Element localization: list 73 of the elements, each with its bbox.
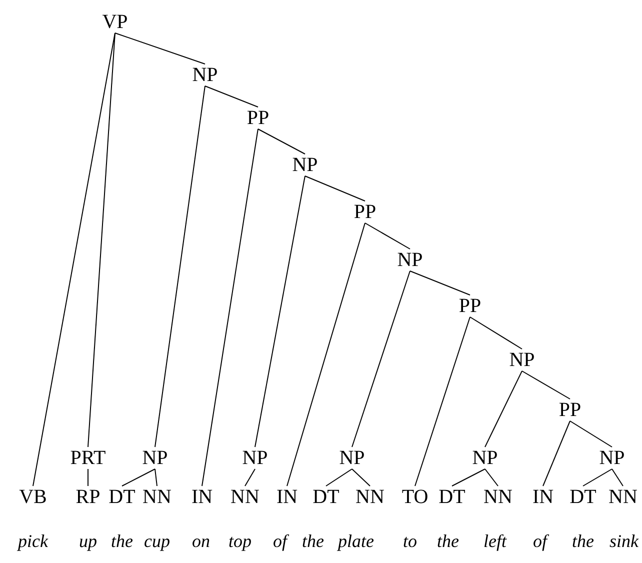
pos-tag: NN <box>484 486 512 508</box>
branch-line <box>522 370 570 400</box>
word: the <box>572 531 594 551</box>
word: the <box>111 531 133 551</box>
word: sink <box>610 531 638 551</box>
pos-tag: DT <box>438 486 466 508</box>
phrase-label: NP <box>192 64 218 86</box>
phrase-label: NP <box>292 154 318 176</box>
branch-line <box>542 420 570 486</box>
branch-line <box>364 222 410 250</box>
branch-line <box>204 86 258 108</box>
phrase-label: NP <box>472 447 498 469</box>
branch-line <box>154 468 158 486</box>
branch-line <box>114 32 206 64</box>
pos-tag: DT <box>312 486 340 508</box>
branch-line <box>202 128 258 486</box>
branch-line <box>154 86 206 448</box>
phrase-label: NP <box>509 349 535 371</box>
phrase-label: PP <box>458 295 482 317</box>
branch-line <box>452 468 486 486</box>
word: of <box>533 531 547 551</box>
branch-line <box>352 270 410 448</box>
pos-tag: NN <box>142 486 172 508</box>
word: up <box>79 531 97 551</box>
branch-line <box>470 316 522 350</box>
branch-line <box>352 468 370 486</box>
phrase-label: NP <box>242 447 268 469</box>
word: left <box>484 531 506 551</box>
pos-tag: TO <box>402 486 428 508</box>
pos-tag: DT <box>570 486 596 508</box>
branch-line <box>286 222 366 486</box>
phrase-label: PP <box>354 201 376 223</box>
word: cup <box>144 531 170 551</box>
pos-tag: IN <box>532 486 554 508</box>
phrase-label: NP <box>397 249 423 271</box>
word: pick <box>18 531 48 551</box>
branch-line <box>410 270 470 296</box>
branch-line <box>484 370 522 448</box>
pos-tag: NN <box>356 486 384 508</box>
branch-line <box>326 468 352 486</box>
phrase-label: PRT <box>70 447 106 469</box>
phrase-label: NP <box>599 447 625 469</box>
phrase-label: VP <box>102 11 128 33</box>
branch-line <box>254 176 306 448</box>
word: plate <box>338 531 374 551</box>
branch-line <box>258 128 306 154</box>
branch-line <box>612 468 624 486</box>
word: top <box>228 531 252 551</box>
branch-line <box>414 316 470 486</box>
branch-line <box>32 32 116 486</box>
branch-line <box>570 420 612 448</box>
phrase-label: PP <box>246 107 270 129</box>
pos-tag: IN <box>276 486 298 508</box>
branch-line <box>582 468 612 486</box>
branch-line <box>484 468 498 486</box>
phrase-label: PP <box>558 399 582 421</box>
phrase-label: NP <box>142 447 168 469</box>
pos-tag: DT <box>108 486 136 508</box>
pos-tag: IN <box>191 486 213 508</box>
word: on <box>192 531 210 551</box>
word: the <box>437 531 459 551</box>
word: the <box>302 531 324 551</box>
branch-line <box>244 468 256 486</box>
pos-tag: NN <box>608 486 638 508</box>
branch-line <box>88 32 116 448</box>
word: of <box>273 531 287 551</box>
word: to <box>403 531 417 551</box>
phrase-label: NP <box>339 447 365 469</box>
branch-line <box>304 176 366 202</box>
branch-line <box>122 468 156 486</box>
pos-tag: VB <box>19 486 47 508</box>
pos-tag: RP <box>76 486 100 508</box>
pos-tag: NN <box>230 486 260 508</box>
